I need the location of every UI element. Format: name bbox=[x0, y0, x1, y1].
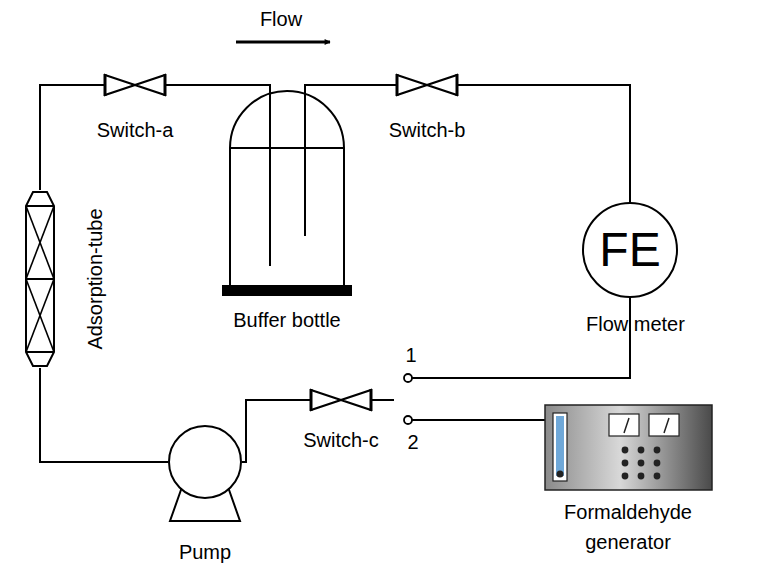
generator-case bbox=[545, 405, 712, 490]
text-holder: Buffer bottle bbox=[233, 308, 340, 332]
valve-symbol: Switch-b bbox=[396, 74, 458, 96]
valve-end bbox=[164, 74, 167, 96]
terminal-number: 1 bbox=[405, 343, 416, 367]
valve-symbol-outline bbox=[310, 389, 372, 411]
part-label: Buffer bottle bbox=[233, 308, 340, 332]
text-holder: FE bbox=[582, 202, 678, 298]
dial-needle bbox=[624, 418, 629, 433]
valve-end bbox=[310, 389, 313, 411]
bottle-base bbox=[222, 285, 352, 296]
valve-symbol-outline bbox=[104, 74, 166, 96]
label-holder: 1 bbox=[405, 343, 416, 367]
meter-circle bbox=[583, 203, 677, 297]
pump-symbol-outline bbox=[168, 425, 242, 499]
packing-cross bbox=[26, 206, 54, 279]
dial-meter bbox=[609, 414, 639, 436]
bottle-neck-line bbox=[230, 147, 344, 149]
pump-symbol: Pump bbox=[168, 425, 242, 499]
valve-symbol-outline bbox=[396, 74, 458, 96]
dial-needle bbox=[664, 418, 669, 433]
valve-symbol: Switch-a bbox=[104, 74, 166, 96]
tube-divider bbox=[26, 205, 54, 207]
packing-cross bbox=[26, 279, 54, 352]
packing-cross bbox=[26, 206, 54, 279]
pipe-connector bbox=[305, 85, 396, 90]
generator-wire bbox=[412, 419, 545, 421]
formaldehyde-generator: Formaldehyde generator bbox=[545, 405, 712, 490]
formaldehyde-generator-outline bbox=[545, 405, 712, 490]
label-holder: 2 bbox=[407, 430, 418, 454]
part-label: Switch-b bbox=[389, 118, 466, 142]
control-button bbox=[654, 460, 661, 467]
terminal bbox=[404, 374, 412, 382]
gauge-tube bbox=[556, 416, 564, 476]
valve-body bbox=[105, 75, 165, 95]
control-button bbox=[638, 447, 645, 454]
tube-divider bbox=[26, 278, 54, 280]
inlet-pipe bbox=[269, 90, 271, 266]
text-holder: Formaldehyde generator bbox=[528, 497, 728, 557]
part-label: Adsorption-tube bbox=[83, 208, 107, 349]
tube-divider bbox=[26, 351, 54, 353]
flow-gauge bbox=[553, 413, 567, 481]
terminal-number: 2 bbox=[407, 430, 418, 454]
buffer-bottle-outline bbox=[222, 90, 352, 296]
text-holder: Flow meter bbox=[586, 312, 685, 336]
gauge-ball bbox=[557, 471, 564, 478]
pump-circle bbox=[169, 426, 241, 498]
return-wire bbox=[412, 298, 630, 378]
pipe-connector bbox=[40, 368, 168, 462]
adsorption-tube: Adsorption-tube bbox=[24, 190, 56, 368]
pipe-connector bbox=[458, 85, 630, 202]
valve-symbol: Switch-c bbox=[310, 389, 372, 411]
part-label: Switch-a bbox=[97, 118, 174, 142]
bottle-body bbox=[230, 91, 344, 285]
terminal bbox=[404, 416, 412, 424]
control-button bbox=[622, 460, 629, 467]
dial-meter bbox=[649, 414, 679, 436]
control-button bbox=[622, 473, 629, 480]
flow-meter: FEFlow meter bbox=[582, 202, 678, 298]
part-label: Formaldehyde generator bbox=[528, 497, 728, 557]
pipe-connector bbox=[166, 85, 270, 90]
valve-end bbox=[370, 389, 373, 411]
valve-end bbox=[456, 74, 459, 96]
control-button bbox=[654, 447, 661, 454]
part-label: Flow meter bbox=[586, 312, 685, 336]
part-label: Switch-c bbox=[303, 428, 379, 452]
pipe-connector bbox=[242, 400, 310, 462]
valve-end bbox=[104, 74, 107, 96]
flow-arrow bbox=[236, 41, 330, 44]
valve-body bbox=[311, 390, 371, 410]
control-button bbox=[638, 473, 645, 480]
label-holder: Flow bbox=[260, 7, 302, 31]
text-holder: Switch-c bbox=[303, 428, 379, 452]
selector-blade bbox=[372, 399, 394, 401]
control-button bbox=[638, 460, 645, 467]
tube-body bbox=[26, 192, 54, 366]
control-button bbox=[654, 473, 661, 480]
control-button bbox=[622, 447, 629, 454]
packing-cross bbox=[26, 279, 54, 352]
part-label: Pump bbox=[179, 540, 231, 564]
outlet-pipe bbox=[304, 90, 306, 236]
pipe-connector bbox=[40, 85, 104, 190]
adsorption-tube-outline bbox=[24, 190, 56, 368]
buffer-bottle: Buffer bottle bbox=[222, 90, 352, 296]
text-holder: Switch-b bbox=[389, 118, 466, 142]
flow-direction-label: Flow bbox=[260, 7, 302, 31]
text-holder: Adsorption-tube bbox=[83, 208, 107, 349]
valve-end bbox=[396, 74, 399, 96]
valve-body bbox=[397, 75, 457, 95]
meter-symbol-text: FE bbox=[599, 226, 660, 274]
text-holder: Pump bbox=[179, 540, 231, 564]
text-holder: Switch-a bbox=[97, 118, 174, 142]
